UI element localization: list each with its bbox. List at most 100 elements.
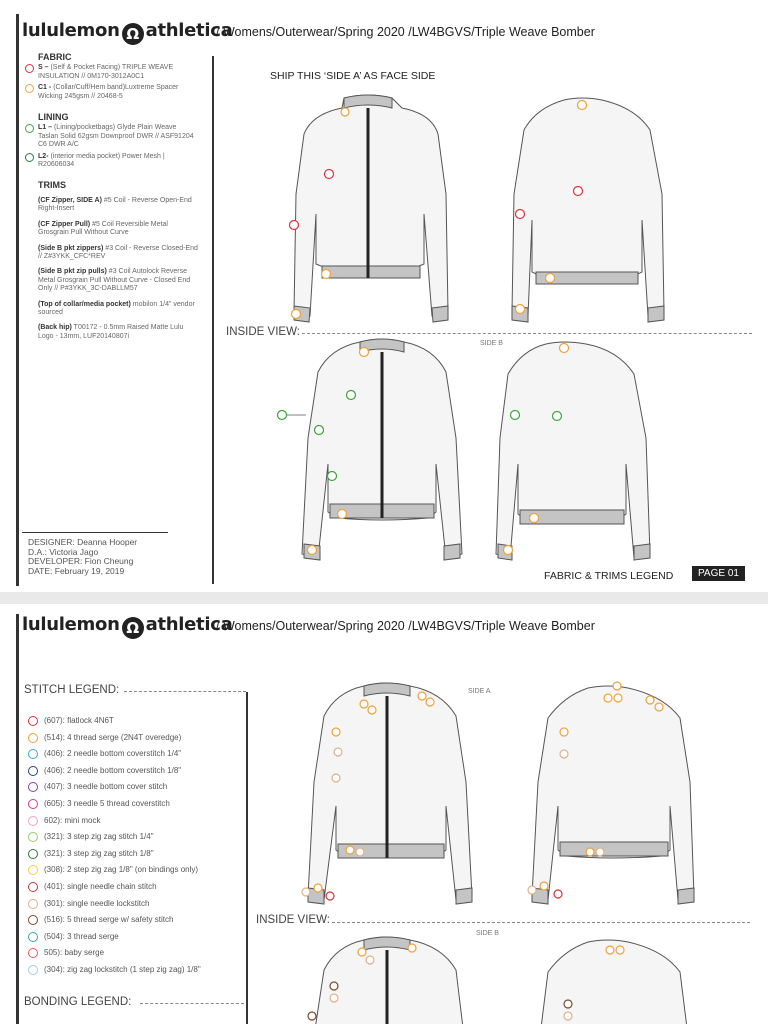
lining-title: LINING	[38, 112, 69, 123]
trim-description: mobilon 1/4" vendor sourced	[38, 300, 195, 316]
lining-item: L1 – (Lining/pocketbags) Glyde Plain Wea…	[25, 124, 198, 149]
stitch-label: 602): mini mock	[44, 815, 101, 825]
stitch-label: (401): single needle chain stitch	[44, 882, 157, 892]
stitch-label: (406): 2 needle bottom coverstitch 1/8"	[44, 765, 182, 775]
stitch-label: (504): 3 thread serge	[44, 931, 119, 941]
lining-marker-icon	[25, 124, 34, 134]
stitch-marker-icon	[28, 882, 38, 892]
stitch-label: (514): 4 thread serge (2N4T overedge)	[44, 732, 182, 742]
trim-item: (Side B pkt zip pulls) #3 Coil Autolock …	[38, 268, 198, 293]
side-b-label: SIDE B	[476, 930, 499, 937]
trim-label: (CF Zipper, SIDE A)	[38, 196, 102, 204]
stitch-legend-item: (301): single needle lockstitch	[28, 898, 150, 909]
trim-label: (CF Zipper Pull)	[38, 220, 91, 228]
stitch-legend-item: 602): mini mock	[28, 815, 101, 826]
credits-block: DESIGNER: Deanna Hooper D.A.: Victoria J…	[28, 537, 138, 576]
stitch-front-flat	[301, 682, 473, 905]
trim-description: #5 Coil Reversible Metal Grosgrain Pull …	[38, 220, 168, 237]
stitch-marker-icon	[28, 716, 38, 726]
inside-view-label: INSIDE VIEW:	[256, 914, 330, 926]
stitch-back-flat	[527, 681, 695, 905]
stitch-legend-item: (304): zig zag lockstitch (1 step zig za…	[28, 965, 201, 975]
designer-line: DESIGNER: Deanna Hooper	[28, 537, 138, 547]
materials-sidebar: FABRIC S – (Self & Pocket Facing) TRIPLE…	[25, 44, 198, 348]
ship-side-note: SHIP THIS ‘SIDE A’ AS FACE SIDE	[270, 70, 436, 82]
stitch-legend-item: (308): 2 step zig zag 1/8" (on bindings …	[28, 865, 199, 876]
stitch-label: 505): baby serge	[44, 948, 105, 958]
stitch-label: (304): zig zag lockstitch (1 step zig za…	[44, 965, 201, 975]
da-line: D.A.: Victoria Jago	[28, 546, 99, 557]
trim-item: (CF Zipper Pull) #5 Coil Reversible Meta…	[38, 221, 198, 238]
fabric-description: (Self & Pocket Facing) TRIPLE WEAVE INSU…	[38, 64, 174, 80]
stitch-inside-back-flat	[540, 939, 688, 1024]
brand-left: lululemon	[22, 614, 120, 635]
stitch-legend-item: (516): 5 thread serge w/ safety stitch	[28, 915, 173, 926]
trims-list: (CF Zipper, SIDE A) #5 Coil - Reverse Op…	[38, 197, 198, 341]
stitch-marker-icon	[28, 799, 38, 809]
side-b-label: SIDE B	[480, 340, 503, 347]
stitch-marker-icon	[28, 765, 38, 776]
sidebar-divider	[212, 56, 214, 584]
stitch-legend-item: (401): single needle chain stitch	[28, 882, 157, 892]
page-left-rule	[16, 614, 19, 1024]
lululemon-logo-icon: Ω	[121, 617, 144, 639]
stitch-legend-item: (321): 3 step zig zag stitch 1/8"	[28, 848, 154, 859]
stitch-marker-icon	[28, 848, 38, 859]
stitch-marker-icon	[28, 832, 38, 843]
page-footer-title: FABRIC & TRIMS LEGEND	[544, 570, 674, 582]
breadcrumb: / Womens/Outerwear/Spring 2020 /LW4BGVS/…	[216, 619, 595, 633]
trim-item: (Top of collar/media pocket) mobilon 1/4…	[38, 301, 198, 318]
stitch-marker-icon	[28, 948, 38, 959]
trim-label: (Top of collar/media pocket)	[38, 300, 131, 308]
stitch-legend-item: (406): 2 needle bottom coverstitch 1/4"	[28, 749, 182, 760]
brand-right: athletica	[145, 20, 233, 41]
stitch-legend-item: (407): 3 needle bottom cover stitch	[28, 782, 167, 793]
fabric-code: S –	[38, 64, 49, 72]
stitch-label: (301): single needle lockstitch	[44, 898, 150, 908]
stitch-marker-icon	[28, 732, 38, 743]
trim-description: #3 Coil Autolock Reverse Metal Grosgrain…	[38, 268, 191, 293]
stitch-legend-divider	[124, 691, 246, 692]
stitch-legend-item: (504): 3 thread serge	[28, 931, 119, 942]
jacket-inside-back-flat	[495, 341, 651, 561]
stitch-label: (321): 3 step zig zag stitch 1/8"	[44, 848, 154, 858]
trim-item: (Back hip) T00172 - 0.5mm Raised Matte L…	[38, 324, 198, 341]
brand-right: athletica	[145, 614, 233, 635]
trim-description: T00172 - 0.5mm Raised Matte Lulu Logo - …	[38, 324, 184, 340]
trim-item: (CF Zipper, SIDE A) #5 Coil - Reverse Op…	[38, 197, 198, 214]
jacket-back-flat	[511, 97, 665, 323]
trim-label: (Side B pkt zip pulls)	[38, 268, 107, 276]
stitch-legend-item: (514): 4 thread serge (2N4T overedge)	[28, 732, 182, 743]
fabric-item: C1 - (Collar/Cuff/Hem band)Luxtreme Spac…	[25, 84, 198, 101]
lining-code: L2-	[38, 152, 49, 160]
fabric-marker-icon	[25, 64, 34, 74]
stitch-legend-item: (321): 3 step zig zag stitch 1/4"	[28, 832, 154, 843]
stitch-label: (308): 2 step zig zag 1/8" (on bindings …	[44, 865, 199, 875]
meta-divider	[22, 532, 168, 533]
date-line: DATE: February 19, 2019	[28, 565, 125, 576]
lining-marker-icon	[25, 152, 34, 162]
bonding-legend-title: BONDING LEGEND:	[24, 996, 132, 1008]
stitch-legend-item: 505): baby serge	[28, 948, 105, 959]
fabric-list: S – (Self & Pocket Facing) TRIPLE WEAVE …	[25, 64, 198, 101]
lining-code: L1 –	[38, 124, 53, 132]
fabric-item: S – (Self & Pocket Facing) TRIPLE WEAVE …	[25, 64, 198, 81]
inside-view-divider	[302, 333, 752, 334]
brand-left: lululemon	[22, 20, 120, 41]
side-a-label: SIDE A	[468, 688, 491, 695]
stitch-marker-icon	[28, 865, 38, 876]
page-number-tag: PAGE 01	[692, 566, 745, 581]
inside-view-label: INSIDE VIEW:	[226, 326, 300, 338]
fabric-description: (Collar/Cuff/Hem band)Luxtreme Spacer Wi…	[38, 84, 179, 100]
stitch-label: (406): 2 needle bottom coverstitch 1/4"	[44, 749, 182, 759]
page-left-rule	[16, 14, 19, 586]
trim-description: #3 Coil - Reverse Closed-End // Z#3YKK_C…	[38, 244, 198, 260]
jacket-inside-front-flat	[301, 338, 463, 561]
fabric-marker-icon	[25, 84, 34, 94]
breadcrumb: / Womens/Outerwear/Spring 2020 /LW4BGVS/…	[216, 25, 595, 39]
stitch-legend-item: (605): 3 needle 5 thread coverstitch	[28, 799, 170, 809]
